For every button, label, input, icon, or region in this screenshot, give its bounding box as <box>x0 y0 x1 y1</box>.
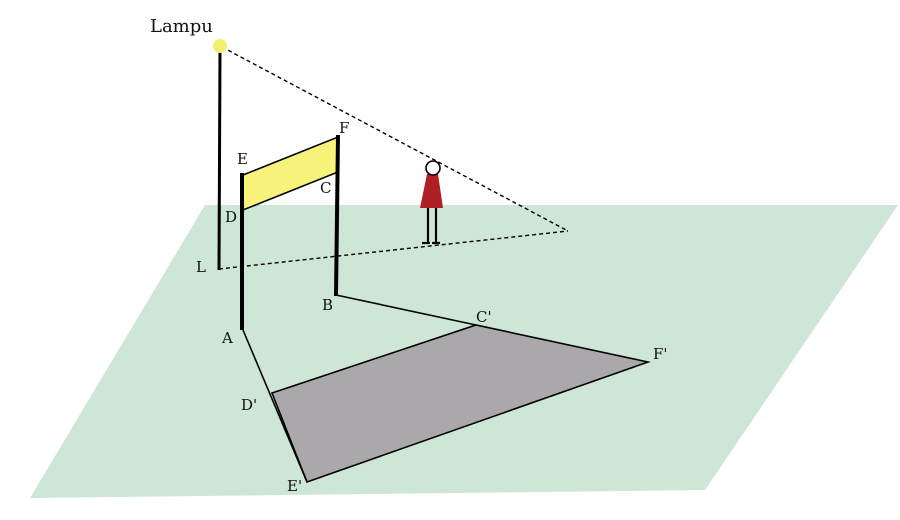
pole-B-F <box>334 134 340 297</box>
lamp-post <box>217 49 222 271</box>
ground-ray <box>218 230 569 270</box>
point-label-L: L <box>196 258 206 276</box>
shadow-line-A-E <box>242 329 308 483</box>
point-label-A: A <box>221 329 233 347</box>
person-head <box>425 160 441 176</box>
person-figure <box>420 160 443 245</box>
light-ray <box>221 46 569 232</box>
point-label-F-prime: F' <box>653 345 668 363</box>
person-body <box>420 174 443 208</box>
point-label-C: C <box>320 179 331 197</box>
point-label-F: F <box>339 119 349 137</box>
shadow-line-B-Cprime <box>335 294 477 326</box>
point-label-E-prime: E' <box>287 477 302 495</box>
point-label-E: E <box>237 150 248 168</box>
point-label-C-prime: C' <box>476 308 492 326</box>
banner <box>242 135 339 212</box>
point-label-D-prime: D' <box>241 396 257 414</box>
point-label-D: D <box>225 208 237 226</box>
lamp-bulb <box>213 39 227 53</box>
lamp-label: Lampu <box>150 16 213 37</box>
point-label-B: B <box>322 296 333 314</box>
